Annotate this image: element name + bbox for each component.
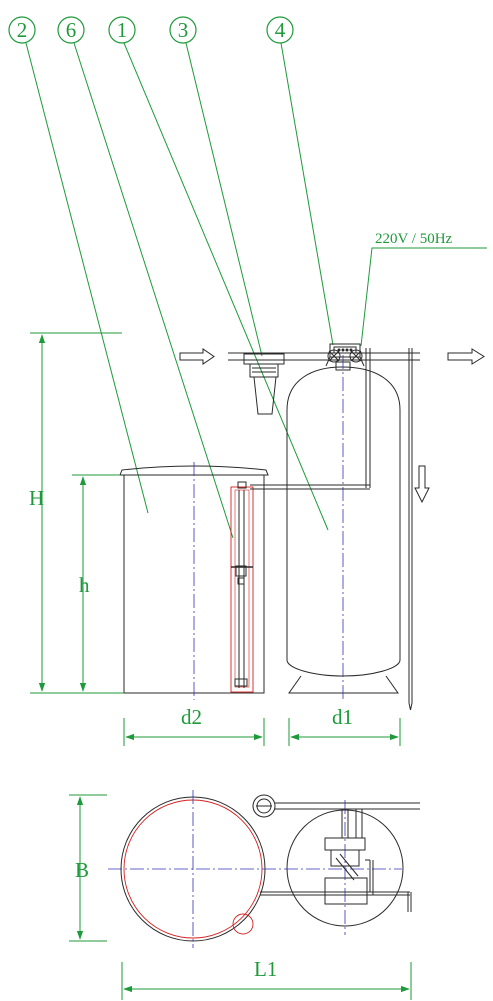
height-label-H: H (29, 486, 44, 510)
callout-6: 6 (57, 16, 85, 44)
power-label: 220V / 50Hz (375, 231, 453, 247)
dimension-lines-plan (69, 794, 412, 1000)
callout-4: 4 (266, 16, 294, 44)
callout-2: 2 (8, 16, 36, 44)
width-label-d2: d2 (181, 705, 202, 729)
leader-line-2 (25, 42, 149, 514)
pipework-front (228, 348, 420, 711)
callout-6-number: 6 (66, 18, 77, 42)
pre-filter (243, 353, 285, 415)
plan-label-L1: L1 (254, 957, 277, 981)
drain-arrow (414, 465, 430, 504)
leader-line-3 (185, 42, 263, 357)
height-label-h: h (79, 573, 90, 597)
callout-2-number: 2 (17, 18, 28, 42)
inlet-arrow (179, 348, 215, 365)
callout-3: 3 (169, 16, 197, 44)
callout-1: 1 (108, 16, 136, 44)
outlet-arrow (447, 348, 485, 365)
leader-line-6 (73, 42, 234, 539)
leader-line-1 (123, 42, 329, 531)
leader-line-power (360, 247, 487, 347)
width-label-d1: d1 (332, 705, 353, 729)
control-valve (325, 343, 365, 371)
resin-tank (286, 366, 401, 694)
dimension-lines-front (30, 332, 401, 746)
plan-label-B: B (75, 858, 89, 882)
leader-lines (25, 42, 487, 539)
plan-centerlines (108, 790, 402, 948)
callout-4-number: 4 (275, 18, 286, 42)
leader-line-4 (280, 42, 334, 346)
brine-well (230, 481, 254, 693)
plan-valve-and-pipes (252, 794, 420, 912)
callout-3-number: 3 (178, 18, 189, 42)
callout-1-number: 1 (117, 18, 128, 42)
